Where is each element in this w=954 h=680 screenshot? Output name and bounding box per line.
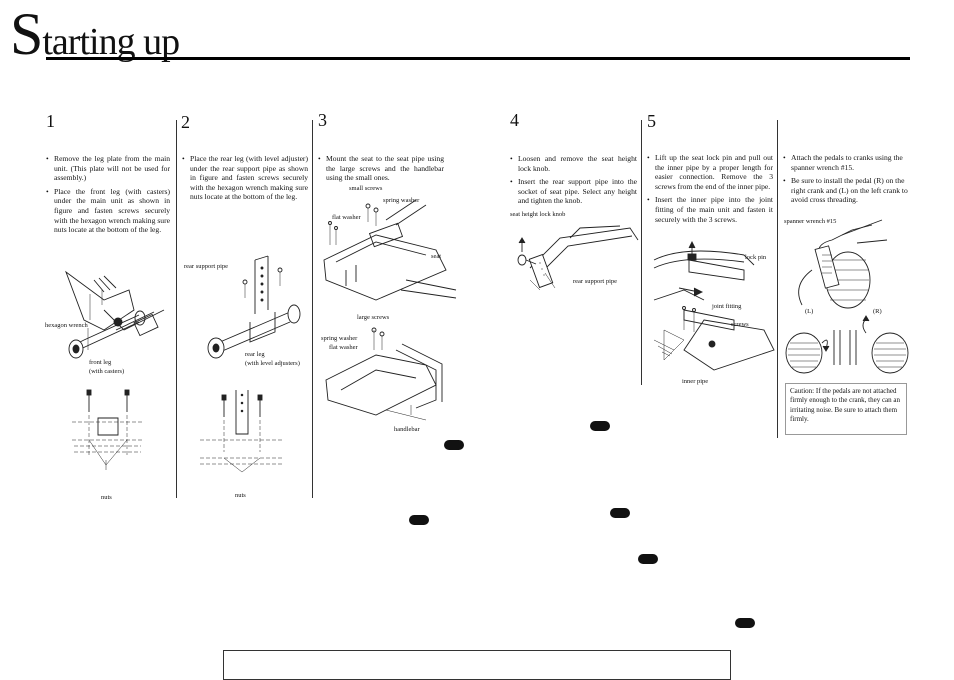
label-flat-washer-2: flat washer: [329, 344, 358, 351]
marker-pill: [590, 421, 610, 431]
step-1-instructions: Remove the leg plate from the main unit.…: [46, 154, 170, 239]
label-left-pedal: (L): [805, 308, 814, 315]
label-handlebar: handlebar: [394, 426, 420, 433]
label-rear-leg: rear leg: [245, 351, 265, 358]
page-title: Starting up: [10, 4, 180, 64]
step-4-seat-pipe-illustration: [517, 225, 639, 291]
title-rest: tarting up: [42, 21, 180, 63]
step-4-instructions: Loosen and remove the seat height lock k…: [510, 154, 637, 210]
label-small-screws: small screws: [349, 185, 383, 192]
step-3-instructions: Mount the seat to the seat pipe using th…: [318, 154, 444, 187]
label-spring-washer-2: spring washer: [321, 335, 358, 342]
marker-pill: [638, 554, 658, 564]
column-divider: [176, 120, 177, 498]
step-5-inner-pipe-illustration: [653, 240, 775, 371]
step-4-bullet: Loosen and remove the seat height lock k…: [510, 154, 637, 173]
step-3-number: 3: [318, 110, 327, 130]
label-spanner-wrench: spanner wrench #15: [784, 218, 837, 225]
step-3-bullet: Mount the seat to the seat pipe using th…: [318, 154, 444, 183]
label-joint-fitting: joint fitting: [712, 303, 742, 310]
label-inner-pipe: inner pipe: [682, 378, 709, 385]
label-hexagon-wrench: hexagon wrench: [45, 322, 88, 329]
step-1-bullet: Place the front leg (with casters) under…: [46, 187, 170, 235]
step-2-number: 2: [181, 112, 190, 132]
column-divider: [641, 120, 642, 385]
step-3-seat-handlebar-illustration: [323, 199, 457, 421]
marker-pill: [610, 508, 630, 518]
label-screws: screws: [731, 321, 749, 328]
step-1-bullet: Remove the leg plate from the main unit.…: [46, 154, 170, 183]
step-1-front-leg-illustration: [65, 270, 165, 470]
label-front-leg: front leg: [89, 359, 112, 366]
column-divider: [777, 120, 778, 438]
label-lock-pin: lock pin: [745, 254, 767, 261]
step-5-instructions: Lift up the seat lock pin and pull out t…: [647, 153, 773, 228]
label-with-level-adjusters: (with level adjusters): [245, 360, 300, 367]
step-6-bullet: Attach the pedals to cranks using the sp…: [783, 153, 909, 172]
step-2-rear-leg-illustration: [200, 255, 301, 473]
step-6-pedal-illustration: [785, 219, 909, 374]
title-initial: S: [10, 1, 43, 67]
bottom-box: [223, 650, 731, 680]
step-4-number: 4: [510, 110, 519, 130]
step-6-instructions: Attach the pedals to cranks using the sp…: [783, 153, 909, 209]
step-6-bullet: Be sure to install the pedal (R) on the …: [783, 176, 909, 205]
label-seat-height-lock-knob: seat height lock knob: [510, 211, 566, 218]
label-seat: seat: [431, 253, 442, 260]
label-nuts: nuts: [235, 492, 246, 499]
marker-pill: [735, 618, 755, 628]
step-5-number: 5: [647, 111, 656, 131]
step-1-number: 1: [46, 111, 55, 131]
marker-pill: [409, 515, 429, 525]
step-2-bullet: Place the rear leg (with level adjuster)…: [182, 154, 308, 202]
step-5-bullet: Insert the inner pipe into the joint fit…: [647, 195, 773, 224]
label-rear-support-pipe: rear support pipe: [573, 278, 618, 285]
step-4-bullet: Insert the rear support pipe into the so…: [510, 177, 637, 206]
marker-pill: [444, 440, 464, 450]
label-right-pedal: (R): [873, 308, 882, 315]
caution-note: Caution: If the pedals are not attached …: [785, 383, 907, 435]
label-rear-support-pipe: rear support pipe: [184, 263, 229, 270]
label-with-casters: (with casters): [89, 368, 125, 375]
label-nuts: nuts: [101, 494, 112, 501]
label-flat-washer: flat washer: [332, 214, 361, 221]
step-5-bullet: Lift up the seat lock pin and pull out t…: [647, 153, 773, 191]
step-2-instructions: Place the rear leg (with level adjuster)…: [182, 154, 308, 206]
column-divider: [312, 120, 313, 498]
label-spring-washer: spring washer: [383, 197, 420, 204]
label-large-screws: large screws: [357, 314, 390, 321]
title-underline: [46, 57, 910, 60]
